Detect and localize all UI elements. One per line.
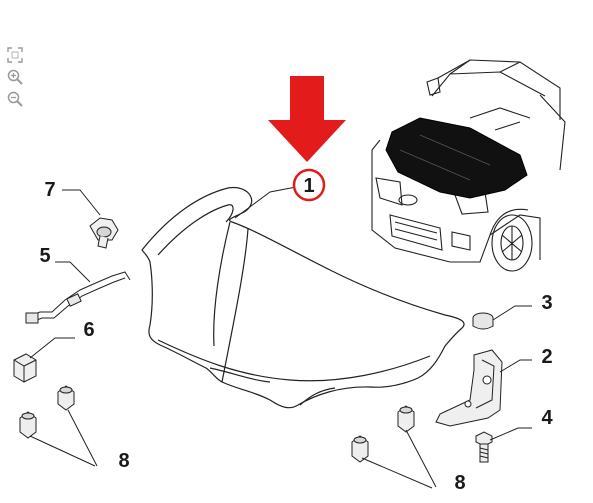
part-buffer xyxy=(472,312,494,330)
highlight-arrow xyxy=(268,76,346,162)
fit-view-icon[interactable] xyxy=(6,46,24,64)
callout-label-hinge[interactable]: 2 xyxy=(541,346,552,368)
callout-label-clip[interactable]: 7 xyxy=(44,179,55,201)
part-bolt xyxy=(475,431,493,463)
callout-label-hood[interactable]: 1 xyxy=(303,175,314,197)
car-hood-highlight xyxy=(385,117,528,199)
callout-circle-hood xyxy=(292,168,326,202)
part-release-cable xyxy=(25,271,131,324)
part-nuts-left xyxy=(19,385,75,439)
callout-label-buffer[interactable]: 3 xyxy=(541,292,552,314)
part-clip xyxy=(89,217,119,249)
callout-label-latch[interactable]: 6 xyxy=(83,319,94,341)
zoom-toolbar xyxy=(6,46,26,112)
zoom-in-icon[interactable] xyxy=(6,68,24,86)
part-nuts-right xyxy=(351,405,415,463)
callout-label-cable[interactable]: 5 xyxy=(39,245,50,267)
part-latch xyxy=(13,353,37,383)
part-hinge xyxy=(435,349,503,427)
hood-panel xyxy=(141,186,465,409)
car-illustration xyxy=(371,59,566,272)
callout-label-bolt[interactable]: 4 xyxy=(541,407,553,429)
callout-label-nuts-right[interactable]: 8 xyxy=(454,472,465,494)
zoom-out-icon[interactable] xyxy=(6,90,24,108)
callout-label-nuts-left[interactable]: 8 xyxy=(118,450,129,472)
